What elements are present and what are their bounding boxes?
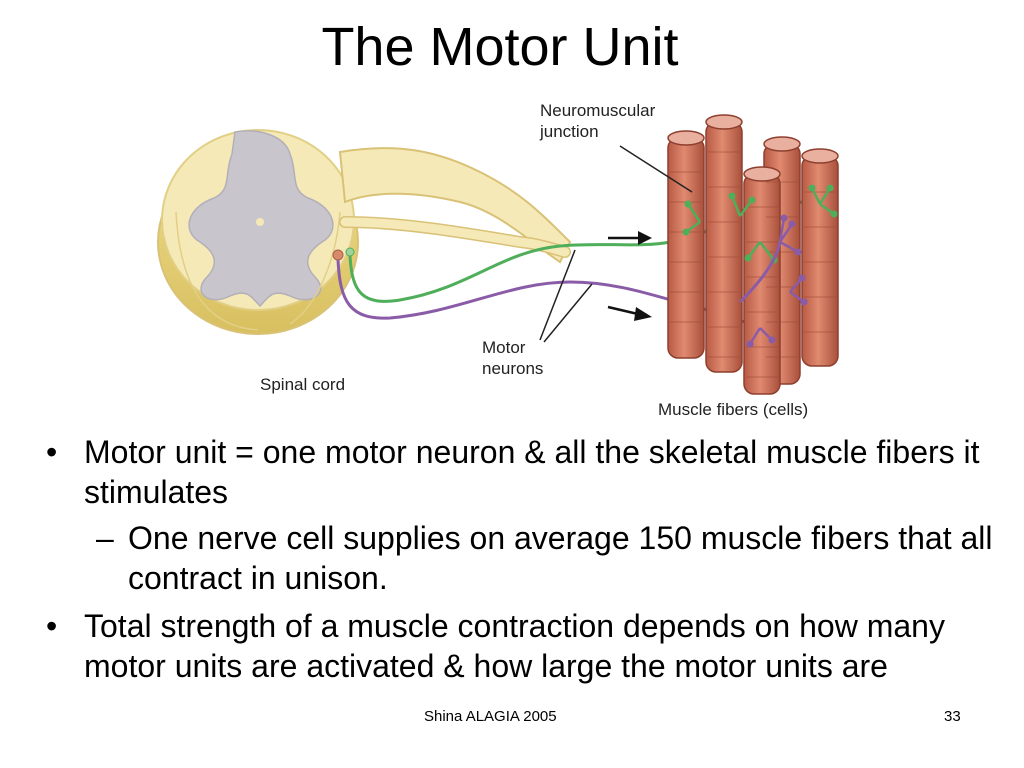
footer-author: Shina ALAGIA 2005 — [424, 708, 557, 725]
sub-bullet-item: – One nerve cell supplies on average 150… — [40, 518, 1010, 598]
muscle-fibers-label: Muscle fibers (cells) — [658, 400, 809, 419]
neuromuscular-junction-label: Neuromuscular junction — [540, 101, 656, 141]
bullet-item: • Total strength of a muscle contraction… — [40, 606, 1010, 686]
neuromuscular-junctions — [619, 145, 838, 348]
motor-unit-illustration — [157, 114, 839, 395]
bullet-item: • Motor unit = one motor neuron & all th… — [40, 432, 1010, 512]
bullet-text: Motor unit = one motor neuron & all the … — [84, 434, 980, 510]
bullet-list: • Motor unit = one motor neuron & all th… — [40, 432, 1010, 692]
spinal-cord-label: Spinal cord — [260, 375, 346, 394]
bullet-text: Total strength of a muscle contraction d… — [84, 608, 945, 684]
sub-bullet-text: One nerve cell supplies on average 150 m… — [128, 520, 993, 596]
muscle-fibers — [667, 114, 839, 395]
motor-unit-diagram: Neuromuscular junction Motor neurons Spi… — [140, 92, 860, 422]
slide-title: The Motor Unit — [321, 17, 679, 77]
motor-neurons-label: Motor neurons — [482, 338, 544, 378]
bullet-dot-icon: • — [46, 608, 58, 644]
dash-icon: – — [96, 520, 114, 556]
spinal-cord — [157, 129, 572, 335]
bullet-dot-icon: • — [46, 434, 58, 470]
arrows — [607, 231, 652, 321]
page-number: 33 — [944, 708, 961, 725]
